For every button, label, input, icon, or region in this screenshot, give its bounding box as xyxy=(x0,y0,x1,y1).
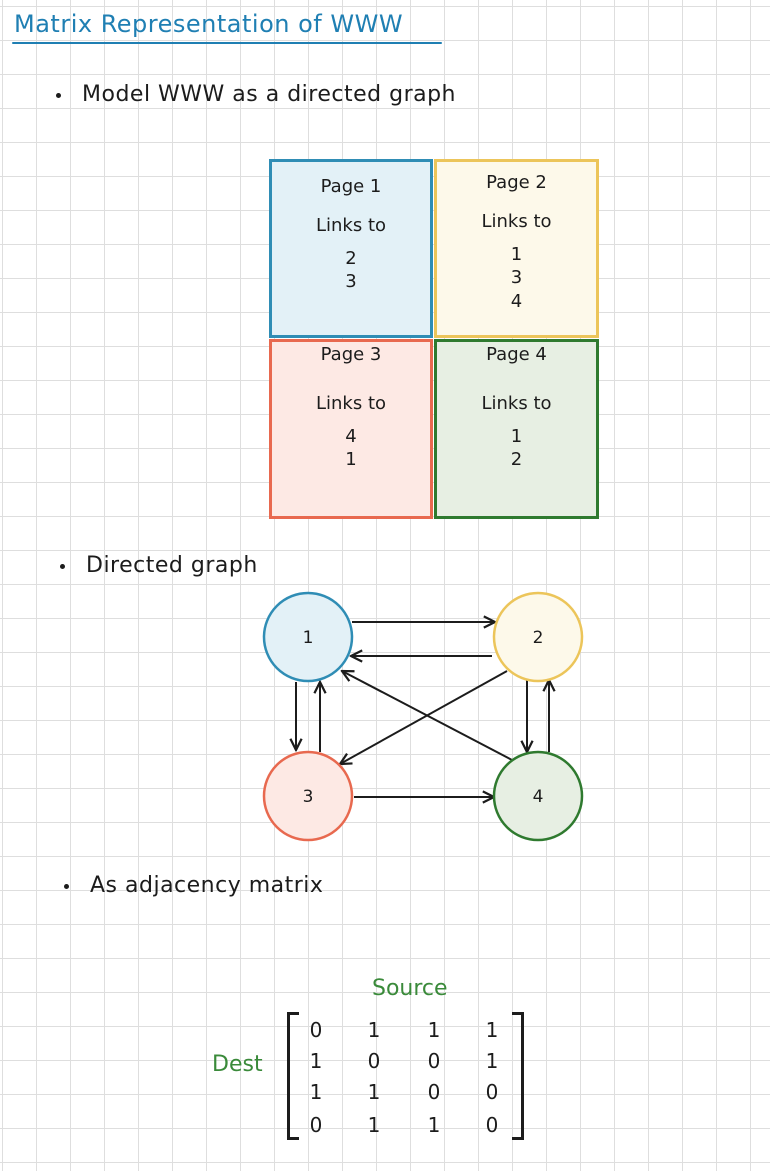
bullet-dot xyxy=(64,884,69,889)
bullet-model-www: Model WWW as a directed graph xyxy=(56,82,456,107)
graph-node-label: 4 xyxy=(533,787,544,807)
page-box-link: 3 xyxy=(510,267,523,289)
page-box-title: Page 4 xyxy=(486,344,547,365)
page-box-title: Page 2 xyxy=(486,172,547,193)
matrix-cell: 1 xyxy=(367,1080,381,1104)
graph-node-4 xyxy=(492,750,584,842)
bullet-graph-text: Directed graph xyxy=(86,553,258,578)
page-box-3: Page 3 Links to 4 1 xyxy=(269,339,433,519)
page-box-links-label: Links to xyxy=(481,392,552,414)
page-box-link: 1 xyxy=(345,449,357,471)
matrix-cell: 0 xyxy=(427,1049,441,1073)
matrix-cell: 1 xyxy=(485,1018,499,1042)
matrix-cell: 1 xyxy=(367,1018,381,1042)
bullet-adjacency-matrix: As adjacency matrix xyxy=(64,873,324,898)
graph-node-2 xyxy=(492,591,584,683)
graph-node-3 xyxy=(262,750,354,842)
page-box-link: 4 xyxy=(510,290,523,312)
page-box-2: Page 2 Links to 1 3 4 xyxy=(434,159,599,338)
graph-node-1 xyxy=(262,591,354,683)
matrix-cell: 1 xyxy=(427,1113,441,1137)
matrix-left-bracket xyxy=(287,1012,299,1140)
edge-4-to-1 xyxy=(342,671,513,761)
page-box-links-label: Links to xyxy=(481,210,552,232)
bullet-directed-graph: Directed graph xyxy=(60,553,258,578)
page-box-link: 4 xyxy=(345,426,357,447)
page-box-links-label: Links to xyxy=(315,392,387,414)
matrix-column-label: Source xyxy=(372,976,448,1001)
page-box-1: Page 1 Links to 2 3 xyxy=(269,159,433,338)
graph-node-label: 3 xyxy=(303,787,314,807)
bullet-dot xyxy=(60,564,65,569)
matrix-cell: 0 xyxy=(485,1113,499,1137)
matrix-cell: 1 xyxy=(485,1049,499,1073)
matrix-cell: 1 xyxy=(309,1049,323,1073)
bullet-dot xyxy=(56,93,61,98)
matrix-cell: 0 xyxy=(309,1018,323,1042)
page-box-link: 1 xyxy=(510,244,523,265)
page-box-link: 1 xyxy=(510,426,523,447)
matrix-cell: 0 xyxy=(485,1080,499,1104)
page-box-links-label: Links to xyxy=(315,214,387,236)
page-title: Matrix Representation of WWW xyxy=(14,10,404,38)
page-box-4: Page 4 Links to 1 2 xyxy=(434,339,599,519)
title-underline xyxy=(12,42,442,44)
matrix-cell: 0 xyxy=(427,1080,441,1104)
page-box-link: 3 xyxy=(345,271,357,293)
graph-node-label: 1 xyxy=(303,628,314,648)
page-box-link: 2 xyxy=(510,449,523,471)
matrix-cell: 1 xyxy=(427,1018,441,1042)
page-box-title: Page 1 xyxy=(320,176,382,197)
matrix-cell: 1 xyxy=(309,1080,323,1104)
bullet-model-text: Model WWW as a directed graph xyxy=(82,82,456,107)
edge-2-to-3 xyxy=(340,670,508,764)
page-box-title: Page 3 xyxy=(320,344,382,365)
matrix-row-label: Dest xyxy=(212,1052,263,1077)
bullet-matrix-text: As adjacency matrix xyxy=(90,873,324,898)
graph-node-label: 2 xyxy=(533,628,544,648)
matrix-right-bracket xyxy=(512,1012,524,1140)
page-box-link: 2 xyxy=(345,248,357,269)
matrix-cell: 0 xyxy=(367,1049,381,1073)
matrix-cell: 0 xyxy=(309,1113,323,1137)
matrix-cell: 1 xyxy=(367,1113,381,1137)
